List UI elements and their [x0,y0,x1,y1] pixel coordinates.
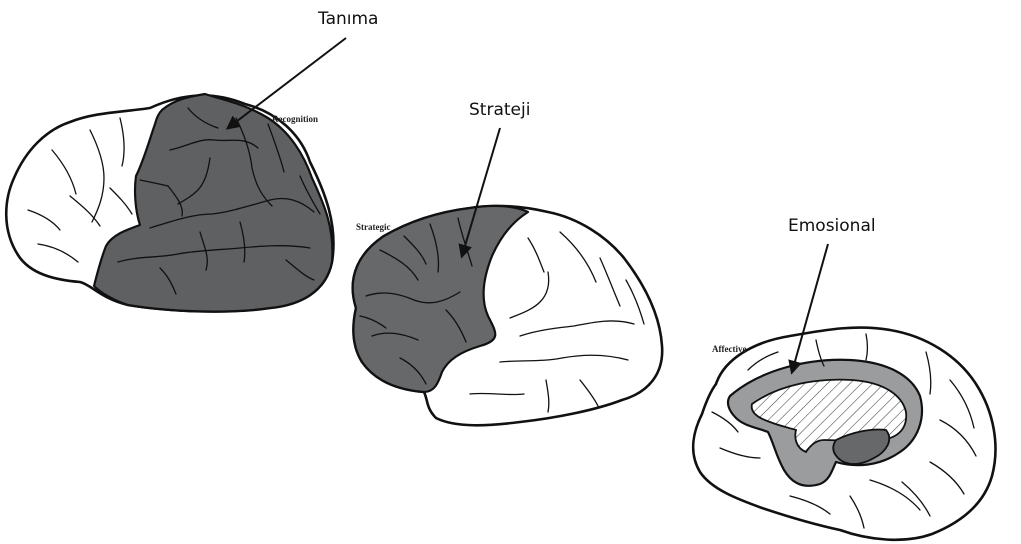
strategic-brain: Strategic [353,206,662,425]
affective-brain: Affective [693,328,995,540]
tanima-callout: Tanıma [228,9,378,128]
recognition-brain: Recognition [6,94,333,312]
strategic-label: Strategic [356,222,390,232]
recognition-label: Recognition [272,114,318,124]
tanima-label: Tanıma [317,9,378,29]
affective-label: Affective [712,344,746,354]
strateji-label: Strateji [469,100,530,120]
emosional-label: Emosional [788,216,876,236]
